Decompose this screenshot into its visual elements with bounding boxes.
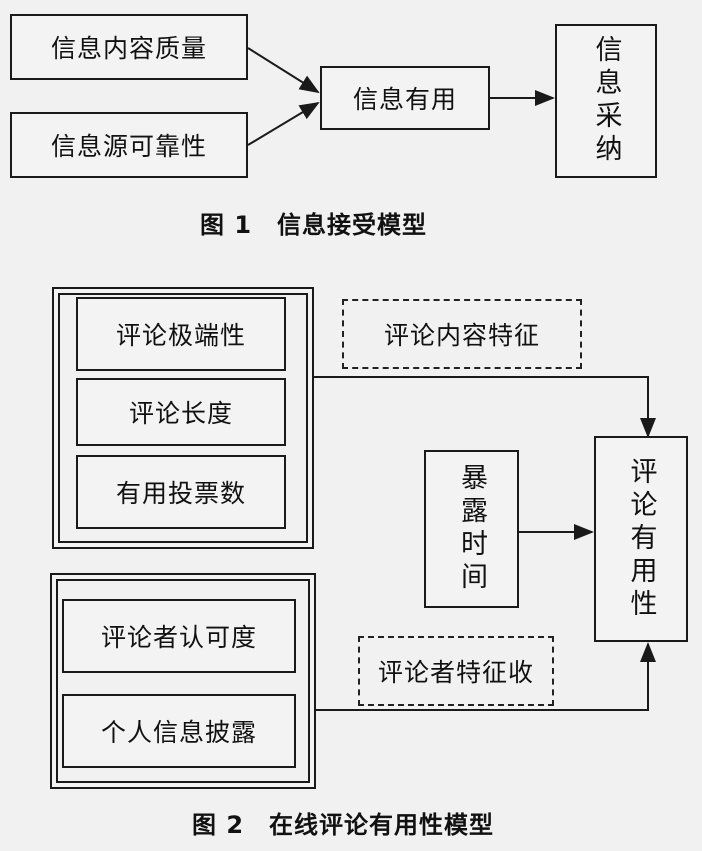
node-votes: 有用投票数 bbox=[76, 455, 286, 529]
node-extremity-label: 评论极端性 bbox=[115, 321, 246, 350]
node-exposure-time-label: 暴露时间 bbox=[456, 463, 487, 595]
node-helpfulness-label: 评论有用性 bbox=[625, 456, 657, 622]
node-content-quality-label: 信息内容质量 bbox=[50, 34, 207, 63]
figure1-caption: 图 1 信息接受模型 bbox=[200, 211, 428, 239]
node-length-label: 评论长度 bbox=[128, 399, 233, 428]
node-adoption: 信息采纳 bbox=[555, 24, 657, 178]
node-length: 评论长度 bbox=[76, 378, 286, 446]
node-content-features: 评论内容特征 bbox=[342, 299, 582, 369]
node-disclosure: 个人信息披露 bbox=[62, 694, 296, 768]
node-disclosure-label: 个人信息披露 bbox=[100, 718, 257, 747]
figure2-caption: 图 2 在线评论有用性模型 bbox=[192, 811, 495, 839]
node-reviewer-features: 评论者特征收 bbox=[358, 636, 554, 706]
node-adoption-label: 信息采纳 bbox=[590, 35, 622, 167]
node-content-quality: 信息内容质量 bbox=[10, 14, 248, 80]
reviewer-feature-group bbox=[50, 573, 316, 789]
node-reviewer-recognition: 评论者认可度 bbox=[62, 599, 296, 673]
node-extremity: 评论极端性 bbox=[76, 297, 286, 371]
node-reviewer-recognition-label: 评论者认可度 bbox=[100, 623, 257, 652]
arrow-source-to-useful bbox=[247, 101, 320, 146]
arrow-quality-to-useful bbox=[247, 47, 320, 94]
node-votes-label: 有用投票数 bbox=[115, 479, 246, 508]
node-usefulness: 信息有用 bbox=[320, 66, 490, 130]
node-source-reliability: 信息源可靠性 bbox=[10, 112, 248, 178]
node-content-features-label: 评论内容特征 bbox=[383, 321, 540, 350]
node-source-reliability-label: 信息源可靠性 bbox=[50, 132, 207, 161]
arrow-content-to-helpfulness bbox=[314, 376, 656, 438]
node-usefulness-label: 信息有用 bbox=[352, 85, 457, 114]
node-helpfulness: 评论有用性 bbox=[594, 436, 688, 642]
node-reviewer-features-label: 评论者特征收 bbox=[377, 658, 534, 687]
node-exposure-time: 暴露时间 bbox=[424, 450, 519, 608]
content-feature-group bbox=[52, 287, 314, 549]
arrow-reviewer-to-helpfulness bbox=[316, 642, 656, 711]
